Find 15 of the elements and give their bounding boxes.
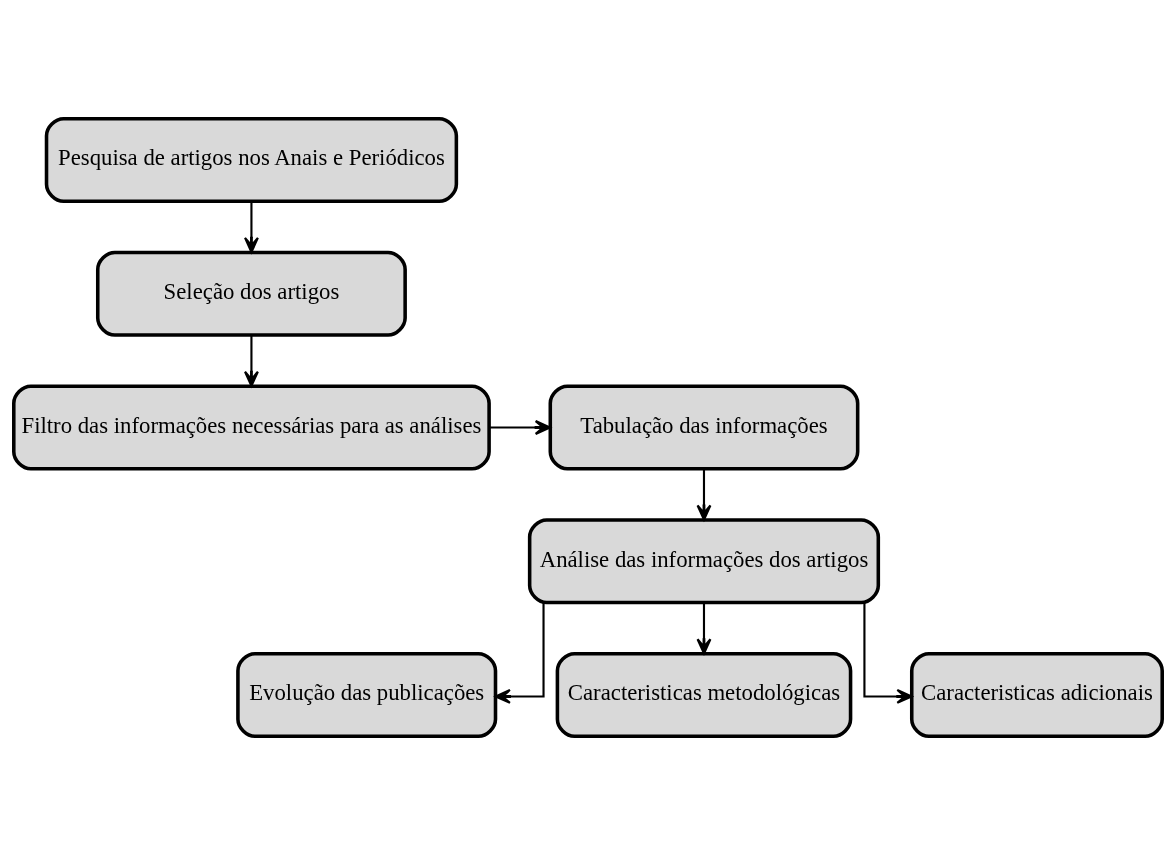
node-box: Pesquisa de artigos nos Anais e Periódicos [44,116,459,203]
arrow [489,420,551,435]
arrow [696,602,712,655]
arrow [494,602,545,704]
arrow [863,602,913,704]
node-box: Evolução das publicações [236,652,498,739]
node-box: Caracteristicas adicionais [909,652,1164,739]
node-box: Tabulação das informações [548,384,860,471]
arrow [243,335,259,387]
node-box: Seleção dos artigos [95,250,407,337]
node-box: Caracteristicas metodológicas [555,652,853,739]
arrow [696,469,712,521]
arrow [243,201,259,254]
node-box: Análise das informações dos artigos [527,518,881,605]
node-box: Filtro das informações necessárias para as análises [12,384,491,471]
